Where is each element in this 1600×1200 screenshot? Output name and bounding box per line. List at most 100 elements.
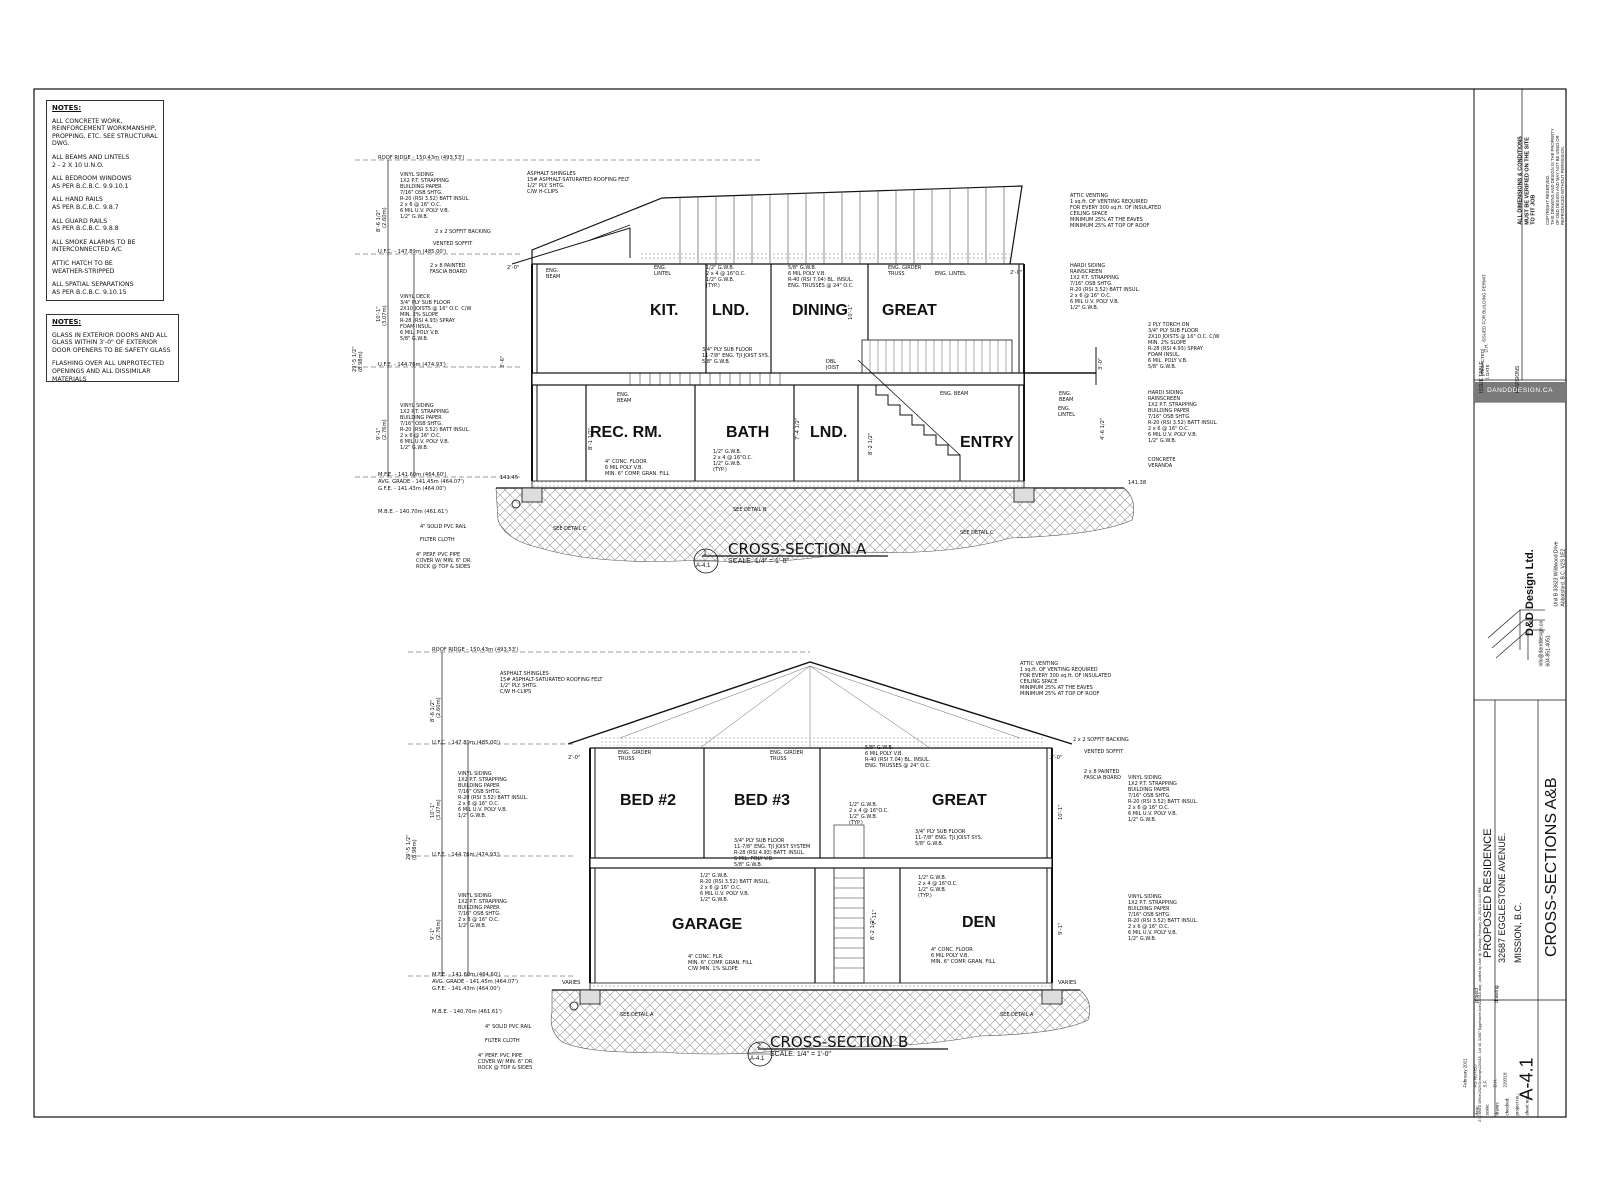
notes-heading: NOTES: — [52, 318, 82, 326]
annotation-note: 5/8" G.W.B. 6 MIL POLY V.B. R-40 (RSI 7.… — [788, 265, 854, 289]
annotation-note: ATTIC VENTING 1 sq.ft. OF VENTING REQUIR… — [1020, 661, 1112, 697]
annotation-note: HARDI SIDING RAINSCREEN 1X2 P.T. STRAPPI… — [1148, 390, 1218, 444]
annotation-note: DBL JOIST — [826, 359, 840, 371]
annotation-note: ENG. LINTEL — [1058, 406, 1075, 418]
dimension-label: 2'-0" — [1050, 755, 1063, 761]
annotation-note: ENG. LINTEL — [935, 271, 966, 277]
annotation-note: ASPHALT SHINGLES 15# ASPHALT-SATURATED R… — [500, 671, 603, 695]
project-name: PROPOSED RESIDENCE — [1482, 828, 1494, 958]
annotation-note: 4" SOLID PVC RAIL — [420, 524, 467, 530]
dimension-label: 10'-1" — [1058, 804, 1064, 820]
dimension-label: 2'-0" — [507, 265, 520, 271]
section-ref-number: 2 — [757, 1043, 761, 1050]
dimension-label: (2.60m) — [436, 697, 442, 718]
annotation-note: ENG. GIRDER TRUSS — [888, 265, 922, 277]
field-scale-label: scale: — [1484, 1103, 1490, 1116]
annotation-note: 2 x 2 SOFFIT BACKING — [435, 229, 491, 235]
dimension-label: 9'-1" — [1058, 922, 1064, 935]
copyright-text: COPYRIGHT RESERVED. THIS DRAWING AND DES… — [1545, 128, 1565, 225]
annotation-note: ENG. GIRDER TRUSS — [618, 750, 652, 762]
annotation-note: FILTER CLOTH — [485, 1038, 520, 1044]
project-address: 32687 EGGLESTONE AVENUE. — [1497, 832, 1507, 963]
level-label: G.F.E. - 141.43m (464.00') — [378, 486, 447, 492]
room-label: BATH — [726, 424, 770, 441]
field-project-no-value: 220318 — [1502, 1072, 1508, 1088]
website-bar — [1474, 382, 1566, 402]
note-item: GLASS IN EXTERIOR DOORS AND ALL GLASS WI… — [52, 331, 171, 354]
project-city: MISSION, B.C. — [1513, 902, 1523, 963]
annotation-note: 2 x 8 PAINTED FASCIA BOARD — [1084, 769, 1121, 781]
dimension-label: (3.07m) — [382, 305, 388, 326]
level-label: ROOF RIDGE - 150.43m (493.53') — [432, 647, 519, 653]
section-ref-number: 1 — [703, 550, 707, 557]
note-item: ALL HAND RAILS AS PER B.C.B.C. 9.8.7 — [52, 196, 119, 211]
room-label: BED #3 — [734, 792, 791, 809]
room-label: REC. RM. — [590, 424, 662, 441]
room-label: ENTRY — [960, 434, 1014, 451]
annotation-note: 3/4" PLY SUB FLOOR 11-7/8" ENG. TJI JOIS… — [734, 838, 811, 868]
general-notes-box: NOTES: ALL CONCRETE WORK, REINFORCEMENT … — [46, 100, 164, 301]
ground-b — [550, 989, 1091, 1055]
section-scale: SCALE: 1/4" = 1'-0" — [770, 1051, 831, 1058]
cross-section-b — [408, 651, 1091, 1055]
level-label: M.F.E. - 141.60m (464.60') — [378, 472, 447, 478]
note-item: ALL SMOKE ALARMS TO BE INTERCONNECTED A/… — [52, 238, 136, 254]
dimension-label: (8.98m) — [412, 839, 418, 860]
notes-heading: NOTES: — [52, 104, 82, 112]
room-label: KIT. — [650, 302, 679, 319]
issue-row-number: 1 — [1484, 376, 1490, 380]
level-label: M.B.E. - 140.70m (461.61') — [378, 509, 448, 515]
annotation-note: 4" PERF. PVC PIPE COVER W/ MIN. 6" DR. R… — [478, 1053, 534, 1071]
elevation-tag: VARIES — [1058, 980, 1077, 986]
annotation-note: ASPHALT SHINGLES 15# ASPHALT-SATURATED R… — [527, 171, 630, 195]
dd-logo-icon — [1487, 609, 1545, 660]
note-item: FLASHING OVER ALL UNPROTECTED OPENINGS A… — [52, 360, 164, 383]
ground-a — [495, 487, 1135, 563]
annotation-note: 4" PERF. PVC PIPE COVER W/ MIN. 6" DR. R… — [416, 552, 472, 570]
field-checked-label: checked: — [1504, 1097, 1510, 1116]
level-label: ROOF RIDGE - 150.43m (493.53') — [378, 155, 465, 161]
dimension-label: (3.07m) — [436, 799, 442, 820]
annotation-note: 1/2" G.W.B. R-20 (RSI 3.52) BATT INSUL. … — [700, 873, 770, 903]
annotation-note: SEE DETAIL C — [960, 530, 994, 536]
annotation-note: ENG. GIRDER TRUSS — [770, 750, 804, 762]
cross-section-a — [355, 159, 1135, 563]
room-label: DINING — [792, 302, 848, 319]
level-label: M.F.E. - 141.60m (464.60') — [432, 972, 501, 978]
company-name: D&D Design Ltd. — [1524, 549, 1536, 636]
dimension-label: 8'-2 1/2" — [868, 432, 874, 455]
room-label: BED #2 — [620, 792, 677, 809]
annotation-note: 1/2" G.W.B. 2 x 4 @ 16"O.C. 1/2" G.W.B. … — [706, 265, 746, 289]
dimension-label: 2'-0" — [1010, 270, 1023, 276]
room-label: GARAGE — [672, 916, 743, 933]
dimension-label: 3'-0" — [1098, 357, 1104, 370]
dimension-label: 7'-4 1/2" — [795, 417, 801, 440]
company-contact: info@danddesign.ca 604-851-4051 — [1538, 620, 1552, 667]
annotation-note: SEE DETAIL A — [620, 1012, 654, 1018]
level-label: G.F.E. - 141.43m (464.00') — [432, 986, 501, 992]
annotation-note: VINYL SIDING 1X2 P.T. STRAPPING BUILDING… — [400, 403, 470, 451]
elevation-tag: VARIES — [562, 980, 581, 986]
field-drawn-label: drawn: — [1494, 1101, 1500, 1116]
dimension-label: (8.98m) — [358, 351, 364, 372]
issue-row-description: ISSUED FOR BUILDING PERMIT — [1481, 274, 1487, 343]
drawing-title: CROSS-SECTIONS A&B — [1543, 777, 1560, 957]
annotation-note: ENG. BEAM — [940, 391, 969, 397]
annotation-note: 4" CONC. FLOOR 6 MIL POLY V.B. MIN. 6" C… — [931, 947, 996, 965]
annotation-note: ENG. BEAM — [617, 392, 632, 404]
annotation-note: VINYL SIDING 1X2 P.T. STRAPPING BUILDING… — [458, 771, 528, 819]
annotation-note: 3/4" PLY SUB FLOOR 11-7/8" ENG. TJI JOIS… — [915, 829, 983, 847]
room-label: LND. — [712, 302, 750, 319]
note-item: ALL SPATIAL SEPARATIONS AS PER B.C.B.C. … — [52, 281, 134, 296]
elevation-tag: 141.45 — [500, 475, 519, 481]
dimension-label: 3'-6" — [500, 355, 506, 368]
field-drawn-value: S.F. — [1482, 1079, 1488, 1088]
dimension-label: 8'-2 1/2" — [870, 917, 876, 940]
note-item: ATTIC HATCH TO BE WEATHER-STRIPPED — [52, 259, 115, 275]
dimension-label: (2.60m) — [382, 207, 388, 228]
annotation-note: 2 x 8 PAINTED FASCIA BOARD — [430, 263, 467, 275]
annotation-note: 1/2" G.W.B. 2 x 4 @ 16"O.C. 1/2" G.W.B. … — [918, 875, 958, 899]
level-label: U.F.E. - 144.76m (474.93') — [378, 362, 446, 368]
field-scale-value: AS NOTED — [1472, 1064, 1478, 1088]
